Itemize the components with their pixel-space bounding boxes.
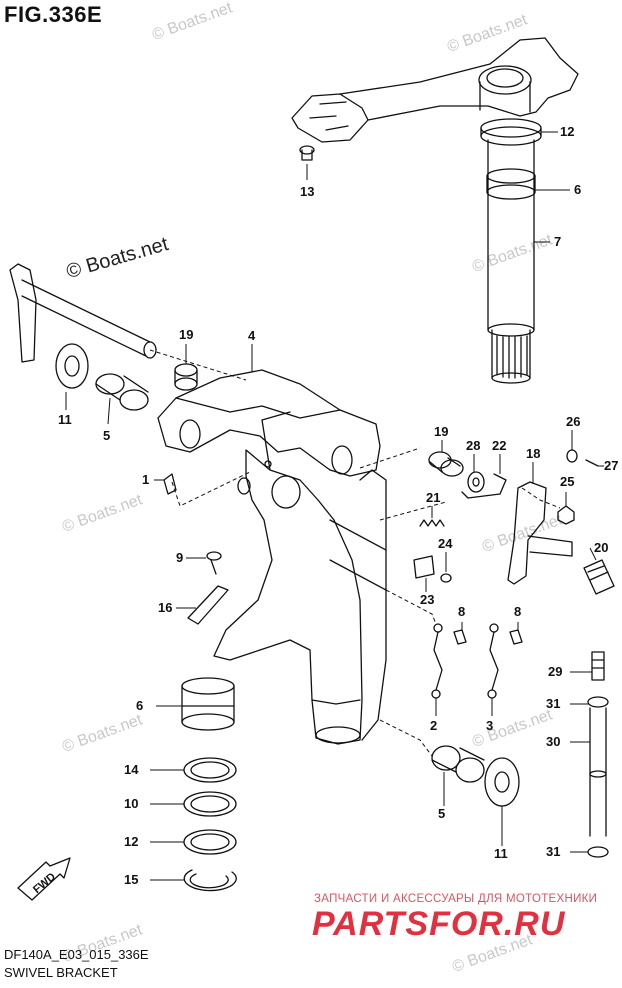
callout-14: 14	[124, 762, 139, 777]
brand-tagline: ЗАПЧАСТИ И АКСЕССУАРЫ ДЛЯ МОТОТЕХНИКИ	[314, 893, 598, 905]
callout-26: 26	[566, 414, 581, 429]
clamp-31-top	[587, 696, 609, 708]
callout-11b: 11	[494, 846, 508, 861]
swivel-bracket	[157, 369, 387, 745]
callout-2: 2	[430, 718, 438, 733]
grip-20	[583, 559, 615, 595]
callout-13: 13	[300, 184, 315, 199]
bushing-19-right	[428, 451, 464, 477]
spring-22	[461, 473, 507, 499]
grease-fitting-29	[591, 651, 605, 681]
callout-19b: 19	[434, 424, 449, 439]
callout-24: 24	[438, 536, 453, 551]
callout-31b: 31	[546, 844, 561, 859]
callout-8a: 8	[458, 604, 466, 619]
callout-30: 30	[546, 734, 561, 749]
leader-20	[589, 547, 597, 561]
callout-11: 11	[58, 412, 72, 427]
stopper-16	[187, 585, 229, 625]
callout-27: 27	[604, 458, 619, 473]
callout-31a: 31	[546, 696, 561, 711]
callout-22: 22	[492, 438, 507, 453]
steering-shaft	[486, 139, 536, 384]
nut-25	[557, 505, 575, 525]
washer-26	[566, 449, 578, 463]
circlip-15	[183, 869, 237, 892]
leader-5	[107, 397, 111, 425]
callout-21: 21	[426, 490, 441, 505]
callout-16: 16	[158, 600, 173, 615]
callout-20: 20	[594, 540, 609, 555]
collar-28	[467, 471, 485, 493]
spring-21	[419, 519, 445, 527]
callout-6: 6	[574, 182, 582, 197]
callout-5b: 5	[438, 806, 446, 821]
callout-9: 9	[176, 550, 184, 565]
bolt-9	[206, 551, 222, 575]
bushing-6-lower	[181, 677, 235, 731]
pin-27	[585, 459, 599, 467]
leader-1-dash	[171, 471, 251, 507]
ring-14	[183, 757, 237, 783]
ground-lead-3	[487, 623, 499, 699]
bushing-12-top	[480, 118, 542, 146]
callout-10: 10	[124, 796, 139, 811]
callout-12b: 12	[124, 834, 139, 849]
callout-8b: 8	[514, 604, 522, 619]
brand-logo: PARTSFOR.RU	[312, 905, 566, 943]
bolt-8b	[509, 629, 523, 645]
callout-29: 29	[548, 664, 563, 679]
steering-arm	[291, 37, 579, 143]
bolt-8a	[453, 629, 467, 645]
bushing-19-left	[174, 363, 198, 391]
callout-4: 4	[248, 328, 256, 343]
callout-1: 1	[142, 472, 150, 487]
figure-code: DF140A_E03_015_336E	[4, 947, 149, 962]
figure-title: FIG.336E	[4, 2, 103, 27]
bushing-5-lower	[431, 745, 485, 783]
callout-23: 23	[420, 592, 435, 607]
washer-11-left	[55, 343, 89, 389]
ground-lead-2	[431, 623, 443, 699]
bushing-5-left	[95, 373, 149, 411]
callout-5: 5	[103, 428, 111, 443]
ring-12	[183, 829, 237, 855]
plate-23	[413, 555, 435, 579]
hose-30	[589, 707, 607, 837]
figure-name: SWIVEL BRACKET	[4, 965, 118, 980]
callout-6b: 6	[136, 698, 144, 713]
ring-10	[183, 791, 237, 817]
callout-3: 3	[486, 718, 494, 733]
callout-25: 25	[560, 474, 575, 489]
tilt-tube	[9, 263, 157, 363]
bolt-1	[163, 473, 177, 495]
tilt-lever-18	[507, 481, 573, 585]
callout-18: 18	[526, 446, 541, 461]
callout-19: 19	[179, 327, 194, 342]
bolt-13	[299, 145, 315, 161]
callout-15: 15	[124, 872, 139, 887]
washer-11-lower	[484, 757, 520, 807]
callout-28: 28	[466, 438, 481, 453]
callout-7: 7	[554, 234, 562, 249]
clamp-31-bottom	[587, 846, 609, 858]
fwd-arrow-icon	[17, 857, 71, 901]
bolt-24	[440, 573, 452, 583]
callout-12: 12	[560, 124, 575, 139]
